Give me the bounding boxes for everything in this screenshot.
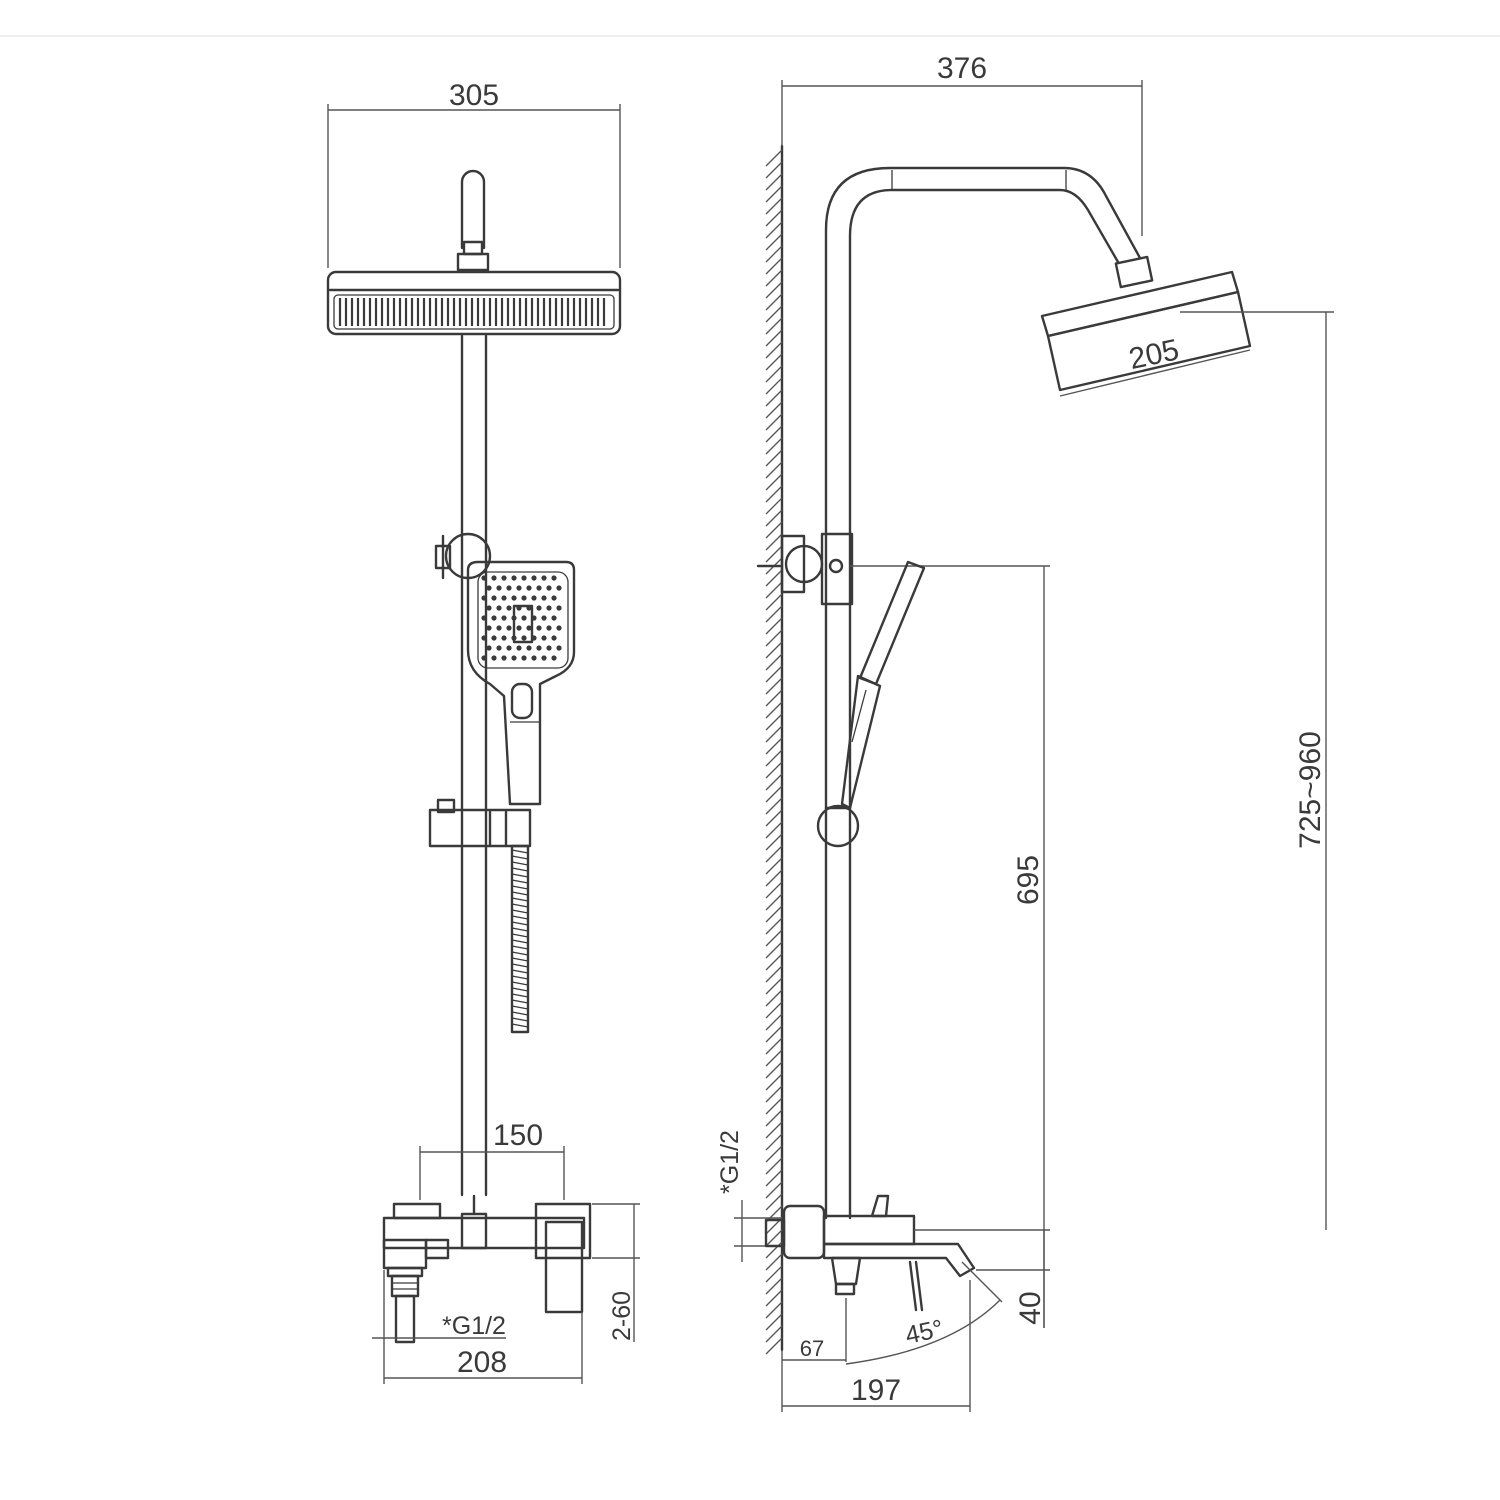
dim-spout-angle-label: 45° (903, 1315, 946, 1350)
dim-mixer-height-label: 2-60 (608, 1291, 636, 1341)
mixer-body-side (764, 1194, 976, 1312)
dimension-197: 197 (781, 1280, 971, 1412)
front-riser-column (460, 334, 488, 1197)
wall (765, 144, 784, 1355)
dim-column-height-label: 725~960 (1294, 731, 1327, 849)
dim-wall-thread-label: *G1/2 (716, 1130, 744, 1194)
dim-holder-height-label: 695 (1012, 855, 1045, 905)
dimension-2-60: 2-60 (592, 1203, 640, 1342)
shower-hose (510, 844, 530, 1034)
side-wall-bracket (756, 532, 854, 606)
front-shower-arm (456, 169, 490, 272)
dimension-208: 208 (383, 1270, 583, 1384)
dimension-695: 695 (850, 565, 1050, 1328)
dimension-g12-side: *G1/2 (716, 1130, 782, 1262)
dim-spout-height-label: 40 (1014, 1291, 1047, 1324)
dimension-45-degrees: 45° (845, 1261, 1003, 1365)
dimension-205: 205 (1059, 333, 1251, 397)
front-view: 305 (326, 79, 640, 1384)
dim-mixer-width-label: 208 (457, 1346, 507, 1379)
dim-top-width-label: 305 (449, 79, 499, 112)
dim-spout-reach-label: 197 (851, 1374, 901, 1407)
side-view: 376 205 725~960 (716, 52, 1334, 1412)
hand-shower-front (466, 560, 576, 806)
dim-inlet-thread-label: *G1/2 (442, 1312, 506, 1340)
dimension-g12-front: *G1/2 (372, 1312, 506, 1340)
dimension-376: 376 (781, 52, 1143, 236)
slide-holder-front (428, 798, 532, 848)
hand-shower-side (840, 560, 926, 810)
dimension-40: 40 (914, 1229, 1050, 1328)
dimension-725-960: 725~960 (1180, 311, 1334, 1230)
dim-arm-reach-label: 376 (937, 52, 987, 85)
dimension-67: 67 (782, 1336, 846, 1361)
mixer-body-front (382, 1194, 592, 1344)
side-riser-and-arm (824, 166, 1154, 1220)
dim-inlet-offset-label: 67 (800, 1336, 824, 1361)
rain-shower-head (326, 270, 622, 336)
rain-head-side (1040, 270, 1252, 392)
dimension-150: 150 (419, 1119, 565, 1200)
slide-holder-side (816, 804, 860, 848)
dim-mixer-spacing-label: 150 (493, 1119, 543, 1152)
dimension-305: 305 (327, 79, 621, 268)
dim-head-size-label: 205 (1126, 333, 1182, 376)
